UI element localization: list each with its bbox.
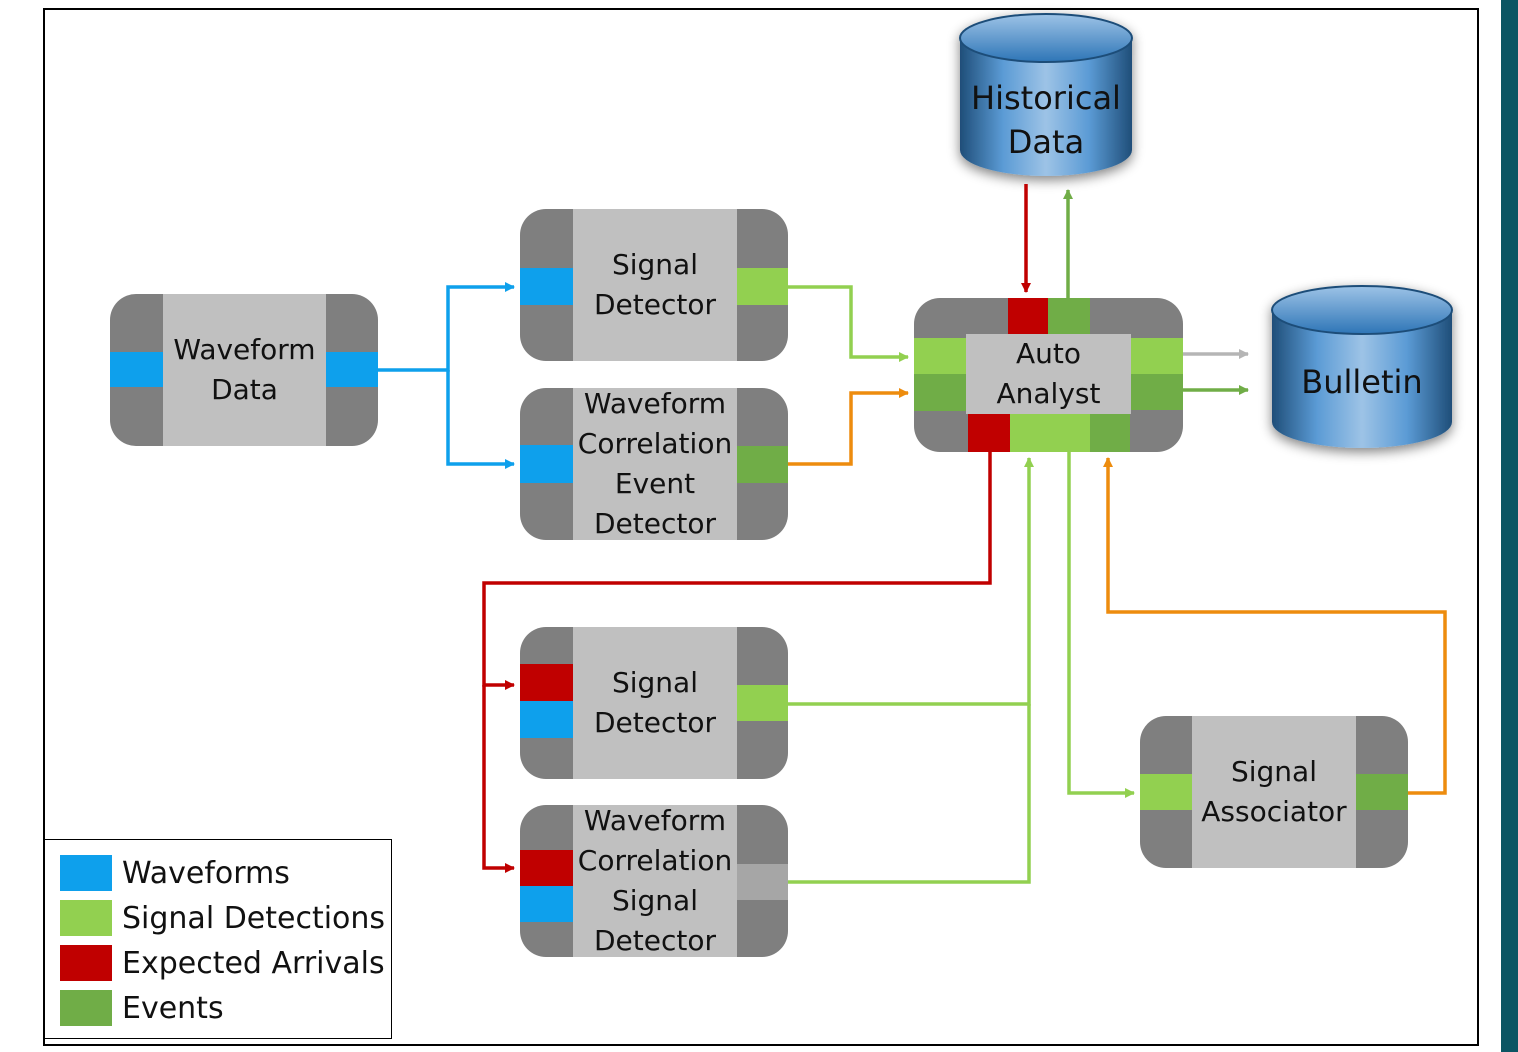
events-input-port (914, 374, 966, 411)
legend-label: Signal Detections (122, 900, 386, 936)
legend-item-events: Events (60, 988, 224, 1028)
bulletin-database-icon (1271, 285, 1453, 448)
auto-analyst-to-lower-detectors-connector (482, 452, 992, 690)
auto-analyst-label: Auto Analyst (996, 337, 1101, 410)
signal-associator-node: Signal Associator (1140, 716, 1408, 868)
signal-detector-to-auto-analyst-connector (788, 285, 909, 362)
wc-event-detector-to-auto-analyst-connector (788, 388, 909, 466)
expected-arrivals-input-port (520, 664, 573, 701)
expected-arrivals-input-port (1008, 298, 1048, 334)
expected-arrivals-to-wc-signal-detector-connector (482, 685, 515, 873)
signal-detector-bottom-to-auto-analyst-connector (788, 457, 1034, 706)
signal-detections-output-port (737, 268, 788, 305)
expected-arrivals-swatch (60, 945, 112, 981)
signal-detections-output-port (1131, 338, 1183, 374)
waveform-data-node: Waveform Data (110, 294, 378, 446)
bulletin-label: Bulletin (1301, 363, 1423, 401)
waveform-input-port (520, 701, 573, 738)
signal-detector-top-label: Signal Detector (593, 248, 716, 321)
output-port (737, 864, 788, 900)
signal-detections-swatch (60, 900, 112, 936)
auto-analyst-node: Auto Analyst (914, 298, 1183, 452)
signal-detections-input-port (914, 338, 966, 374)
signal-detector-bottom-node: Signal Detector (520, 627, 788, 779)
waveform-output-port (326, 352, 378, 387)
auto-analyst-to-signal-associator-connector (1067, 452, 1135, 798)
waveform-input-port (520, 886, 573, 922)
signal-detector-top-node: Signal Detector (520, 209, 788, 361)
diagram-frame (43, 8, 1479, 1046)
legend-label: Expected Arrivals (122, 945, 385, 981)
wc-signal-detector-to-auto-analyst-connector (788, 704, 1031, 884)
side-accent-bar (1501, 0, 1518, 1052)
signal-detector-bottom-label: Signal Detector (593, 666, 716, 739)
wc-event-detector-node: Waveform Correlation Event Detector (520, 388, 788, 540)
signal-associator-label: Signal Associator (1201, 755, 1347, 828)
historical-data-label: Historical Data (971, 79, 1121, 161)
events-top-output-port (1048, 298, 1090, 334)
signal-detections-bottom-port (1010, 414, 1090, 452)
legend-item-signal-detections: Signal Detections (60, 898, 385, 938)
events-output-port (1356, 774, 1408, 810)
signal-associator-to-auto-analyst-connector (1103, 457, 1447, 795)
waveform-input-port (520, 268, 573, 305)
wc-event-detector-label: Waveform Correlation Event Detector (577, 388, 733, 540)
events-swatch (60, 990, 112, 1026)
waveform-data-label: Waveform Data (173, 333, 316, 406)
events-output-port (737, 446, 788, 483)
legend: Waveforms Signal Detections Expected Arr… (44, 839, 392, 1039)
waveforms-swatch (60, 855, 112, 891)
historical-data-database-icon (959, 13, 1133, 176)
waveform-input-port (520, 445, 573, 483)
signal-detections-input-port (1140, 774, 1192, 810)
legend-item-waveforms: Waveforms (60, 853, 290, 893)
waveform-input-port (110, 352, 163, 387)
wc-signal-detector-node: Waveform Correlation Signal Detector (520, 805, 788, 957)
signal-detections-output-port (737, 685, 788, 721)
waveform-to-signal-detector-connector (378, 282, 515, 372)
legend-label: Waveforms (122, 855, 290, 891)
expected-arrivals-output-port (968, 414, 1010, 452)
wc-signal-detector-label: Waveform Correlation Signal Detector (577, 805, 733, 957)
legend-label: Events (122, 990, 224, 1026)
legend-item-expected-arrivals: Expected Arrivals (60, 943, 385, 983)
events-bottom-port (1090, 414, 1130, 452)
events-output-port (1131, 374, 1183, 410)
waveform-to-wc-event-detector-connector (446, 370, 515, 469)
expected-arrivals-input-port (520, 850, 573, 886)
